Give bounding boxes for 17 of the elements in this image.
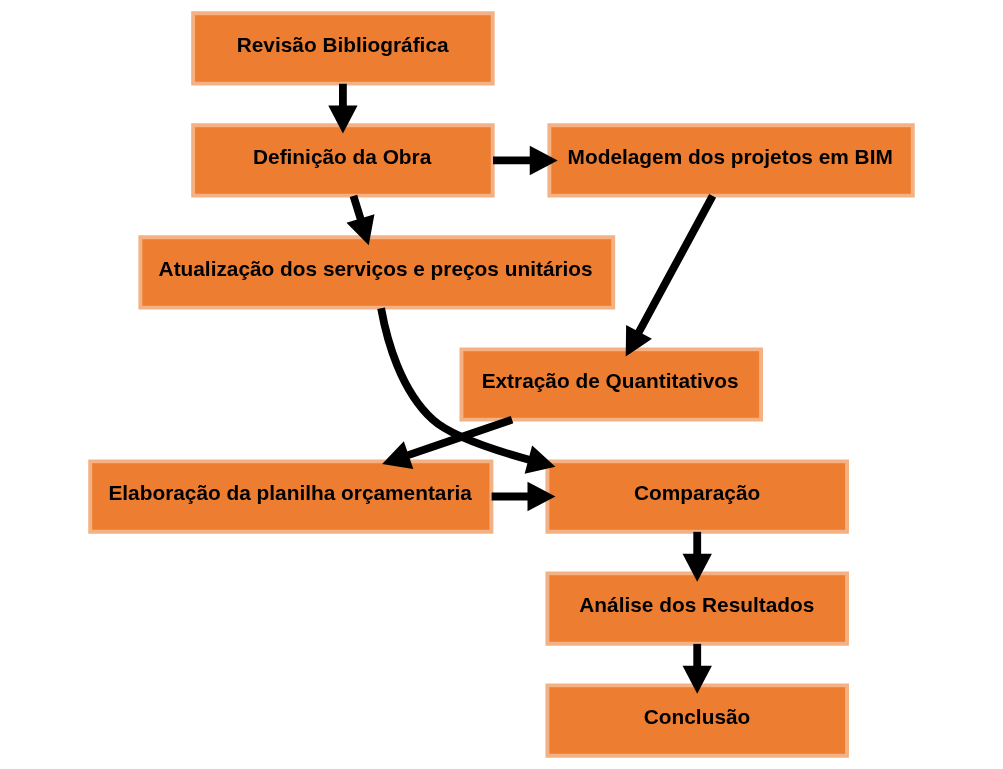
- node-box: Comparação: [545, 459, 849, 534]
- node-box: Extração de Quantitativos: [459, 347, 763, 422]
- arrow: [491, 481, 556, 512]
- arrow: [377, 307, 556, 474]
- node-box: Conclusão: [545, 683, 849, 758]
- node-box: Análise dos Resultados: [545, 571, 849, 646]
- arrow: [625, 194, 717, 357]
- arrow: [682, 643, 712, 694]
- node-box: Atualização dos serviços e preços unitários: [138, 235, 616, 310]
- node-box: Elaboração da planilha orçamentaria: [88, 459, 494, 534]
- node-box: Modelagem dos projetos em BIM: [547, 123, 915, 198]
- arrow: [493, 145, 558, 176]
- node-box: Revisão Bibliográfica: [191, 11, 495, 86]
- arrow: [346, 194, 375, 246]
- arrow: [682, 531, 712, 582]
- node-box: Definição da Obra: [191, 123, 495, 198]
- arrow: [328, 83, 358, 134]
